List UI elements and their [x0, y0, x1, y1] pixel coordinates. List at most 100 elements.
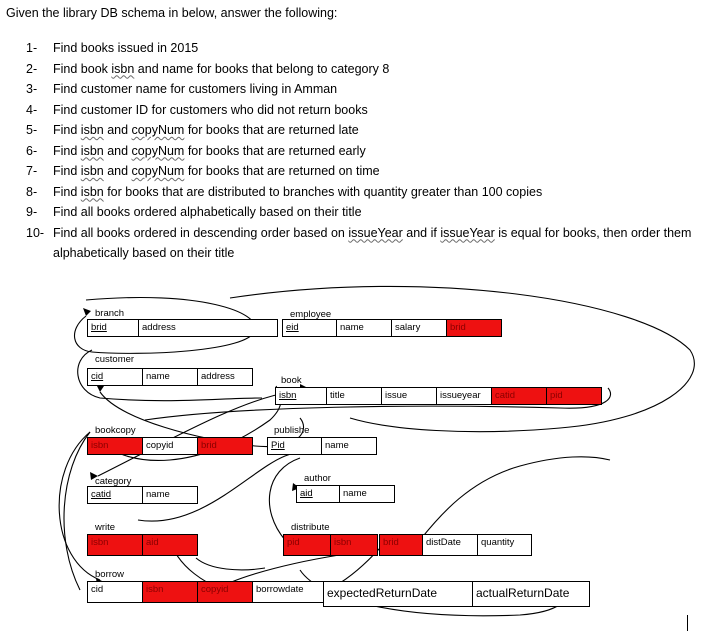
field-cell: name [336, 319, 392, 337]
field-cell: eid [282, 319, 337, 337]
field-cell: borrowdate [252, 581, 324, 603]
field-cell: copyid [142, 437, 198, 455]
table-row: isbn copyid brid [87, 437, 253, 455]
table-row: brid distDate quantity [379, 534, 532, 556]
field-cell: title [326, 387, 382, 405]
question-text-part: and if [402, 225, 441, 240]
field-cell: copyid [197, 581, 253, 603]
question-text-part: Find [53, 123, 81, 137]
question-text-part: Find [53, 164, 81, 178]
table-row: cid name address [87, 368, 253, 386]
question-item: 5-Find isbn and copyNum for books that a… [26, 120, 701, 141]
field-cell: brid [446, 319, 502, 337]
spellcheck-word: copyNum [131, 164, 185, 178]
field-cell: name [339, 485, 395, 503]
field-cell: isbn [275, 387, 327, 405]
table-name: publishe [274, 425, 310, 436]
question-item: 3-Find customer name for customers livin… [26, 79, 701, 100]
table-row: catid name [87, 486, 198, 504]
question-number: 7- [26, 164, 38, 178]
question-number: 2- [26, 61, 38, 76]
question-item: 7- Find isbn and copyNum for books that a… [26, 161, 701, 182]
question-number: 1- [26, 41, 38, 55]
field-cell: Pid [267, 437, 322, 455]
table-name: customer [95, 354, 135, 365]
question-text-part: for books that are returned on time [184, 164, 380, 178]
arrowhead [96, 384, 104, 392]
field-cell: catid [491, 387, 547, 405]
question-text-part: and [103, 164, 132, 178]
relationship-line [63, 431, 91, 591]
field-cell: brid [87, 319, 139, 337]
relationship-line [97, 391, 291, 477]
question-text-part: Find [53, 184, 81, 199]
question-text-part: Find all books ordered alphabetically ba… [53, 205, 362, 219]
table-row: cid isbn copyid borrowdate expectedRetur… [87, 581, 590, 607]
question-item: 6-Find isbn and copyNum for books that a… [26, 141, 701, 162]
field-cell: cid [87, 368, 143, 386]
field-cell: pid [546, 387, 602, 405]
question-number: 10- [26, 225, 45, 240]
field-cell: brid [379, 534, 423, 556]
table-row: Pid name [267, 437, 377, 455]
relationship-line [74, 297, 256, 354]
spellcheck-word: issueYear [348, 225, 403, 240]
question-text: Find book isbn and name for books that b… [53, 59, 701, 80]
field-cell: actualReturnDate [472, 581, 590, 607]
question-text-part: Find customer ID for customers who did n… [53, 102, 368, 117]
question-text-part: and name for books that belong to catego… [134, 61, 390, 76]
question-item: 8- Find isbn for books that are distribut… [26, 182, 701, 203]
question-text: Find customer name for customers living … [53, 79, 701, 100]
table-name: bookcopy [95, 425, 136, 436]
spellcheck-word: isbn [80, 164, 104, 178]
spellcheck-word: isbn [111, 61, 135, 76]
table-row: eid name salary brid [282, 319, 502, 337]
field-cell: catid [87, 486, 143, 504]
question-text-part: and [103, 143, 132, 158]
question-text: Find all books ordered alphabetically ba… [53, 202, 701, 223]
question-text: Find customer ID for customers who did n… [53, 100, 701, 121]
field-cell: address [138, 319, 278, 337]
question-text-part: is equal for books, then order them alph… [53, 225, 692, 261]
table-row: isbn aid [87, 534, 198, 556]
field-cell: distDate [422, 534, 478, 556]
question-text: Find isbn for books that are distributed… [53, 182, 701, 203]
question-text-part: Find book [53, 61, 112, 76]
spellcheck-word: copyNum [131, 123, 185, 137]
question-item: 2- Find book isbn and name for books that… [26, 59, 701, 80]
question-item: 10-Find all books ordered in descending … [26, 223, 701, 264]
field-cell: brid [197, 437, 253, 455]
field-cell: pid [283, 534, 331, 556]
table-row: isbn title issue issueyear catid pid [275, 387, 602, 405]
field-cell: isbn [87, 437, 143, 455]
relationship-line [268, 457, 301, 541]
question-text-part: Find customer name for customers living … [53, 82, 338, 96]
table-name: borrow [95, 569, 125, 580]
question-number: 9- [26, 205, 38, 219]
field-cell: aid [142, 534, 198, 556]
question-text: Find isbn and copyNum for books that are… [53, 161, 701, 182]
question-item: 9- Find all books ordered alphabetically … [26, 202, 701, 223]
question-number: 8- [26, 184, 38, 199]
table-row: pid isbn [283, 534, 378, 556]
field-cell: name [142, 368, 198, 386]
table-name: distribute [291, 522, 330, 533]
question-number: 6- [26, 143, 38, 158]
relationship-line [144, 387, 612, 421]
spellcheck-word: copyNum [131, 143, 185, 158]
arrowhead [90, 472, 98, 480]
field-cell: name [142, 486, 198, 504]
table-row: aid name [296, 485, 395, 503]
table-name: category [95, 476, 132, 487]
spellcheck-word: isbn [80, 184, 104, 199]
question-text-part: Find [53, 143, 81, 158]
table-name: author [304, 473, 331, 484]
question-text-part: and [103, 123, 132, 137]
question-text-part: for books that are distributed to branch… [103, 184, 543, 199]
relationship-line [195, 557, 266, 571]
field-cell: issueyear [436, 387, 492, 405]
table-name: branch [95, 308, 125, 319]
field-cell: isbn [330, 534, 378, 556]
spellcheck-word: isbn [80, 123, 104, 137]
